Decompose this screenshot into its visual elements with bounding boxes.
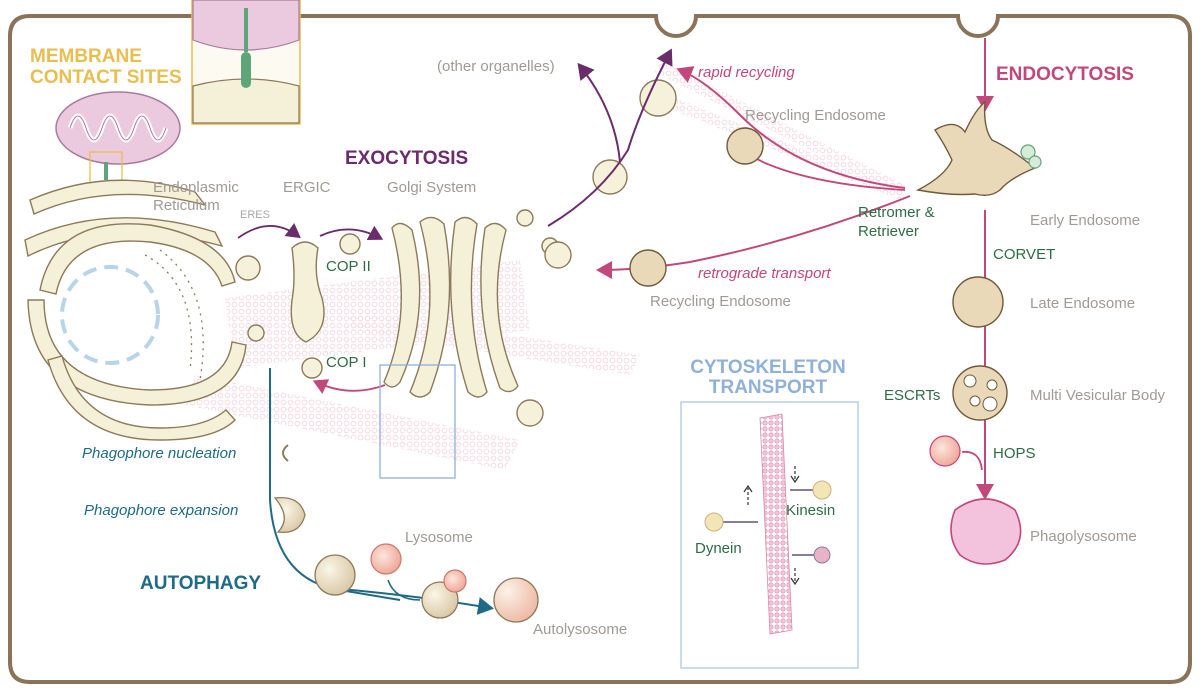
phagophore-expansion-label: Phagophore expansion — [84, 502, 238, 519]
late-endosome — [952, 276, 1004, 328]
cop2-label: COP II — [326, 258, 371, 275]
rapid-recycling-label: rapid recycling — [698, 64, 795, 81]
secretory-vesicle — [544, 241, 572, 269]
cop1-label: COP I — [326, 354, 367, 371]
cytoskeleton-zoom-box — [379, 364, 456, 479]
cop1-arrow — [312, 379, 386, 394]
early-endosome-label: Early Endosome — [1030, 212, 1140, 229]
lysosome-fusion-line — [961, 450, 983, 471]
early-endosome-bud — [1020, 144, 1036, 160]
ergic-label: ERGIC — [283, 179, 331, 196]
cop2-vesicle — [339, 233, 361, 255]
er-label-2: Reticulum — [153, 197, 220, 214]
contact-site-inset — [191, 0, 301, 125]
escrts-label: ESCRTs — [884, 387, 940, 404]
lysosome — [370, 543, 402, 575]
recycling-endosome-top — [726, 127, 764, 165]
endo-lysosome — [929, 435, 961, 467]
retromer-label-2: Retriever — [858, 223, 919, 240]
membrane-contact-sites-title-2: CONTACT SITES — [30, 67, 182, 88]
exocytosis-title: EXOCYTOSIS — [345, 148, 468, 169]
autolysosome-label: Autolysosome — [533, 621, 627, 638]
endoplasmic-reticulum — [24, 179, 247, 441]
lysosome-label: Lysosome — [405, 529, 473, 546]
early-endosome-bud — [1028, 155, 1042, 169]
ergic-compartment — [290, 241, 325, 343]
recycling-endosome-top-label: Recycling Endosome — [745, 107, 886, 124]
recycling-endosome-bottom — [629, 249, 667, 287]
mitochondrion — [55, 91, 181, 165]
er-to-ergic-arrow — [237, 223, 301, 239]
fusing-autophagosome — [421, 569, 467, 619]
eres-vesicle-small — [247, 324, 265, 342]
rapid-recycling-arrow — [676, 66, 906, 189]
cytoskeleton-title-2: TRANSPORT — [709, 377, 828, 398]
cytoskeleton-title-1: CYTOSKELETON — [690, 357, 846, 378]
eres-label: ERES — [240, 209, 270, 221]
retrograde-label: retrograde transport — [698, 265, 831, 282]
kinesin-label: Kinesin — [786, 502, 835, 519]
hops-label: HOPS — [993, 445, 1036, 462]
endocytosis-title: ENDOCYTOSIS — [996, 64, 1134, 85]
mvb-label: Multi Vesicular Body — [1030, 387, 1166, 404]
secretory-vesicle — [592, 159, 628, 195]
retromer-label-1: Retromer & — [858, 204, 935, 221]
other-organelles-label: (other organelles) — [437, 58, 555, 75]
phagolysosome — [950, 498, 1022, 565]
golgi-apparatus — [383, 216, 519, 398]
late-endosome-label: Late Endosome — [1030, 295, 1135, 312]
early-endosome — [915, 100, 1037, 197]
phagolysosome-label: Phagolysosome — [1030, 528, 1137, 545]
autolysosome — [493, 577, 539, 623]
secretion-arrow — [547, 48, 673, 227]
cop2-arrow — [319, 225, 384, 241]
corvet-label: CORVET — [993, 246, 1055, 263]
contact-tether — [104, 162, 108, 180]
cytoskeleton-transport-panel — [680, 401, 859, 669]
secretory-vesicle — [516, 399, 544, 427]
eres-vesicle — [235, 255, 261, 281]
phagophore — [273, 496, 306, 534]
lysosome-to-autophagosome-line — [387, 579, 421, 601]
cell-membrane — [8, 14, 1192, 684]
phagophore-nucleus — [282, 444, 289, 462]
membrane-contact-sites-title-1: MEMBRANE — [30, 46, 142, 67]
dynein-label: Dynein — [695, 540, 742, 557]
er-label-1: Endoplasmic — [153, 179, 239, 196]
autophagosome — [314, 554, 356, 596]
secretory-vesicle — [516, 209, 534, 227]
multivesicular-body — [952, 365, 1008, 421]
recycling-endosome-bottom-label: Recycling Endosome — [650, 293, 791, 310]
autophagy-title: AUTOPHAGY — [140, 573, 261, 594]
golgi-label: Golgi System — [387, 179, 476, 196]
cop1-vesicle — [301, 357, 323, 379]
autophagy-arrow — [329, 587, 494, 615]
secretory-vesicle — [639, 79, 677, 117]
other-organelles-arrow — [577, 62, 621, 163]
phagophore-nucleation-label: Phagophore nucleation — [82, 445, 236, 462]
